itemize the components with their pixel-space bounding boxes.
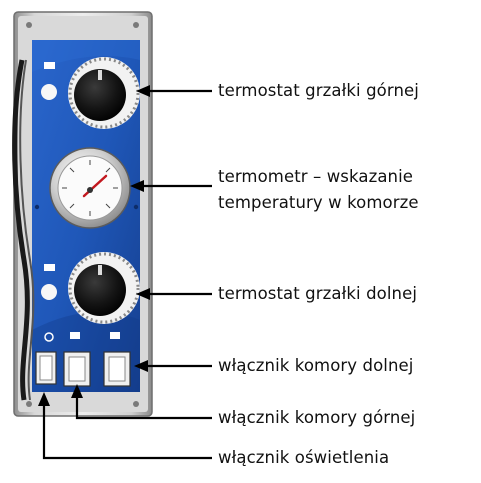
upper-chamber-switch[interactable] <box>63 351 91 387</box>
leader-lower-chamber-switch <box>134 360 212 372</box>
label-thermometer-line1: termometr – wskazanie <box>218 167 414 186</box>
switch-symbol-icons <box>44 332 120 342</box>
label-upper-chamber-switch: włącznik komory górnej <box>218 408 416 427</box>
upper-heater-indicator-icon <box>44 62 55 69</box>
label-lower-chamber-switch: włącznik komory dolnej <box>218 356 414 375</box>
lower-thermostat-knob[interactable] <box>68 252 140 324</box>
lower-chamber-switch[interactable] <box>103 351 131 387</box>
label-upper-thermostat: termostat grzałki górnej <box>218 81 419 100</box>
leader-upper-thermostat <box>136 85 212 97</box>
lower-heater-indicator-icon <box>44 264 55 271</box>
lower-indicator-lamp <box>41 284 57 300</box>
thermometer-gauge <box>49 147 131 229</box>
upper-indicator-lamp <box>41 84 57 100</box>
upper-thermostat-knob[interactable] <box>68 57 140 129</box>
leader-lower-thermostat <box>136 288 212 300</box>
leader-thermometer <box>130 180 212 192</box>
label-thermometer-line2: temperatury w komorze <box>218 193 419 212</box>
lighting-switch[interactable] <box>35 351 57 385</box>
leader-lighting-switch <box>38 392 212 460</box>
leader-upper-chamber-switch <box>71 384 212 420</box>
label-lower-thermostat: termostat grzałki dolnej <box>218 284 418 303</box>
side-cable <box>12 59 35 401</box>
label-lighting-switch: włącznik oświetlenia <box>218 448 390 467</box>
